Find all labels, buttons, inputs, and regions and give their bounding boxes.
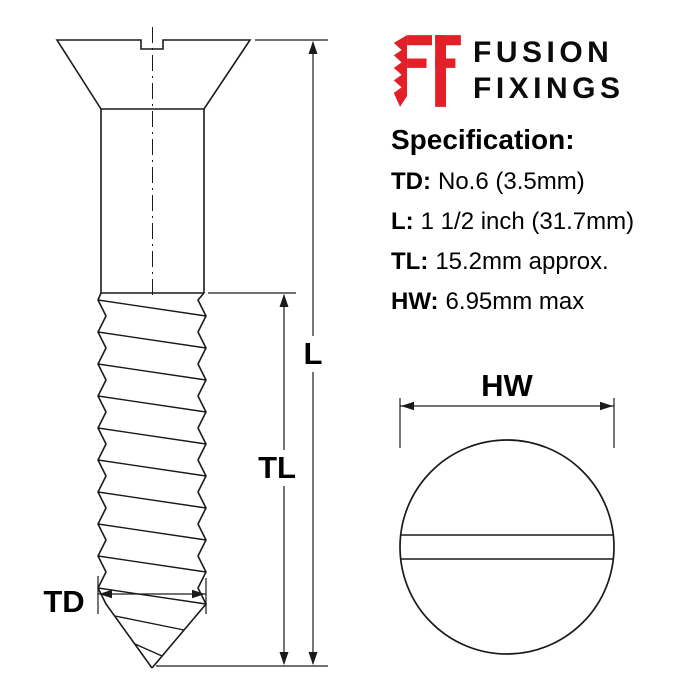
screw-side-view [55,27,252,669]
label-thread-length: TL [258,450,296,485]
spec-value-l: 1 1/2 inch (31.7mm) [420,208,635,235]
specification-heading: Specification: [391,124,575,155]
specification-panel: Specification: TD:No.6 (3.5mm) L:1 1/2 i… [391,124,634,316]
thread-left-edge [97,292,153,669]
spec-item-head-width: HW:6.95mm max [391,288,634,316]
brand-name-line1: FUSION [473,36,614,69]
spec-key-l: L: [391,208,414,235]
thread-length-dimension [208,292,296,665]
arrowhead [192,589,205,599]
head-circle [399,439,615,655]
arrowhead [279,652,289,665]
spec-value-tl: 15.2mm approx. [435,248,609,275]
head-width-dimension [399,398,615,448]
arrowhead [401,401,414,411]
length-dimension [156,39,328,667]
dimension-labels: L TL TD [43,336,322,619]
label-head-width: HW [481,368,533,403]
brand-wordmark: FUSION FIXINGS [473,35,625,107]
spec-value-hw: 6.95mm max [445,288,585,315]
arrowhead [279,294,289,307]
arrowhead [600,401,613,411]
ff-screw-monogram [393,35,461,107]
screw-head-outline [55,39,252,110]
screw-head-top-view: HW [399,368,615,655]
fusion-fixings-logo-icon [393,35,461,107]
thread-right-edge [151,292,207,669]
label-thread-diameter: TD [43,584,84,619]
arrowhead [308,652,318,665]
spec-item-length: L:1 1/2 inch (31.7mm) [391,208,634,236]
spec-key-hw: HW: [391,288,439,315]
brand-header: FUSION FIXINGS [386,30,625,112]
spec-item-thread-length: TL:15.2mm approx. [391,248,634,276]
label-overall-length: L [304,336,323,371]
brand-name-line2: FIXINGS [473,72,625,105]
thread-diameter-dimension [97,576,207,614]
spec-key-tl: TL: [391,248,429,275]
arrowhead [99,589,112,599]
arrowhead [308,41,318,54]
spec-key-td: TD: [391,168,431,195]
spec-item-thread-diameter: TD:No.6 (3.5mm) [391,168,634,196]
spec-value-td: No.6 (3.5mm) [437,168,585,195]
thread-helix-lines [97,299,207,657]
